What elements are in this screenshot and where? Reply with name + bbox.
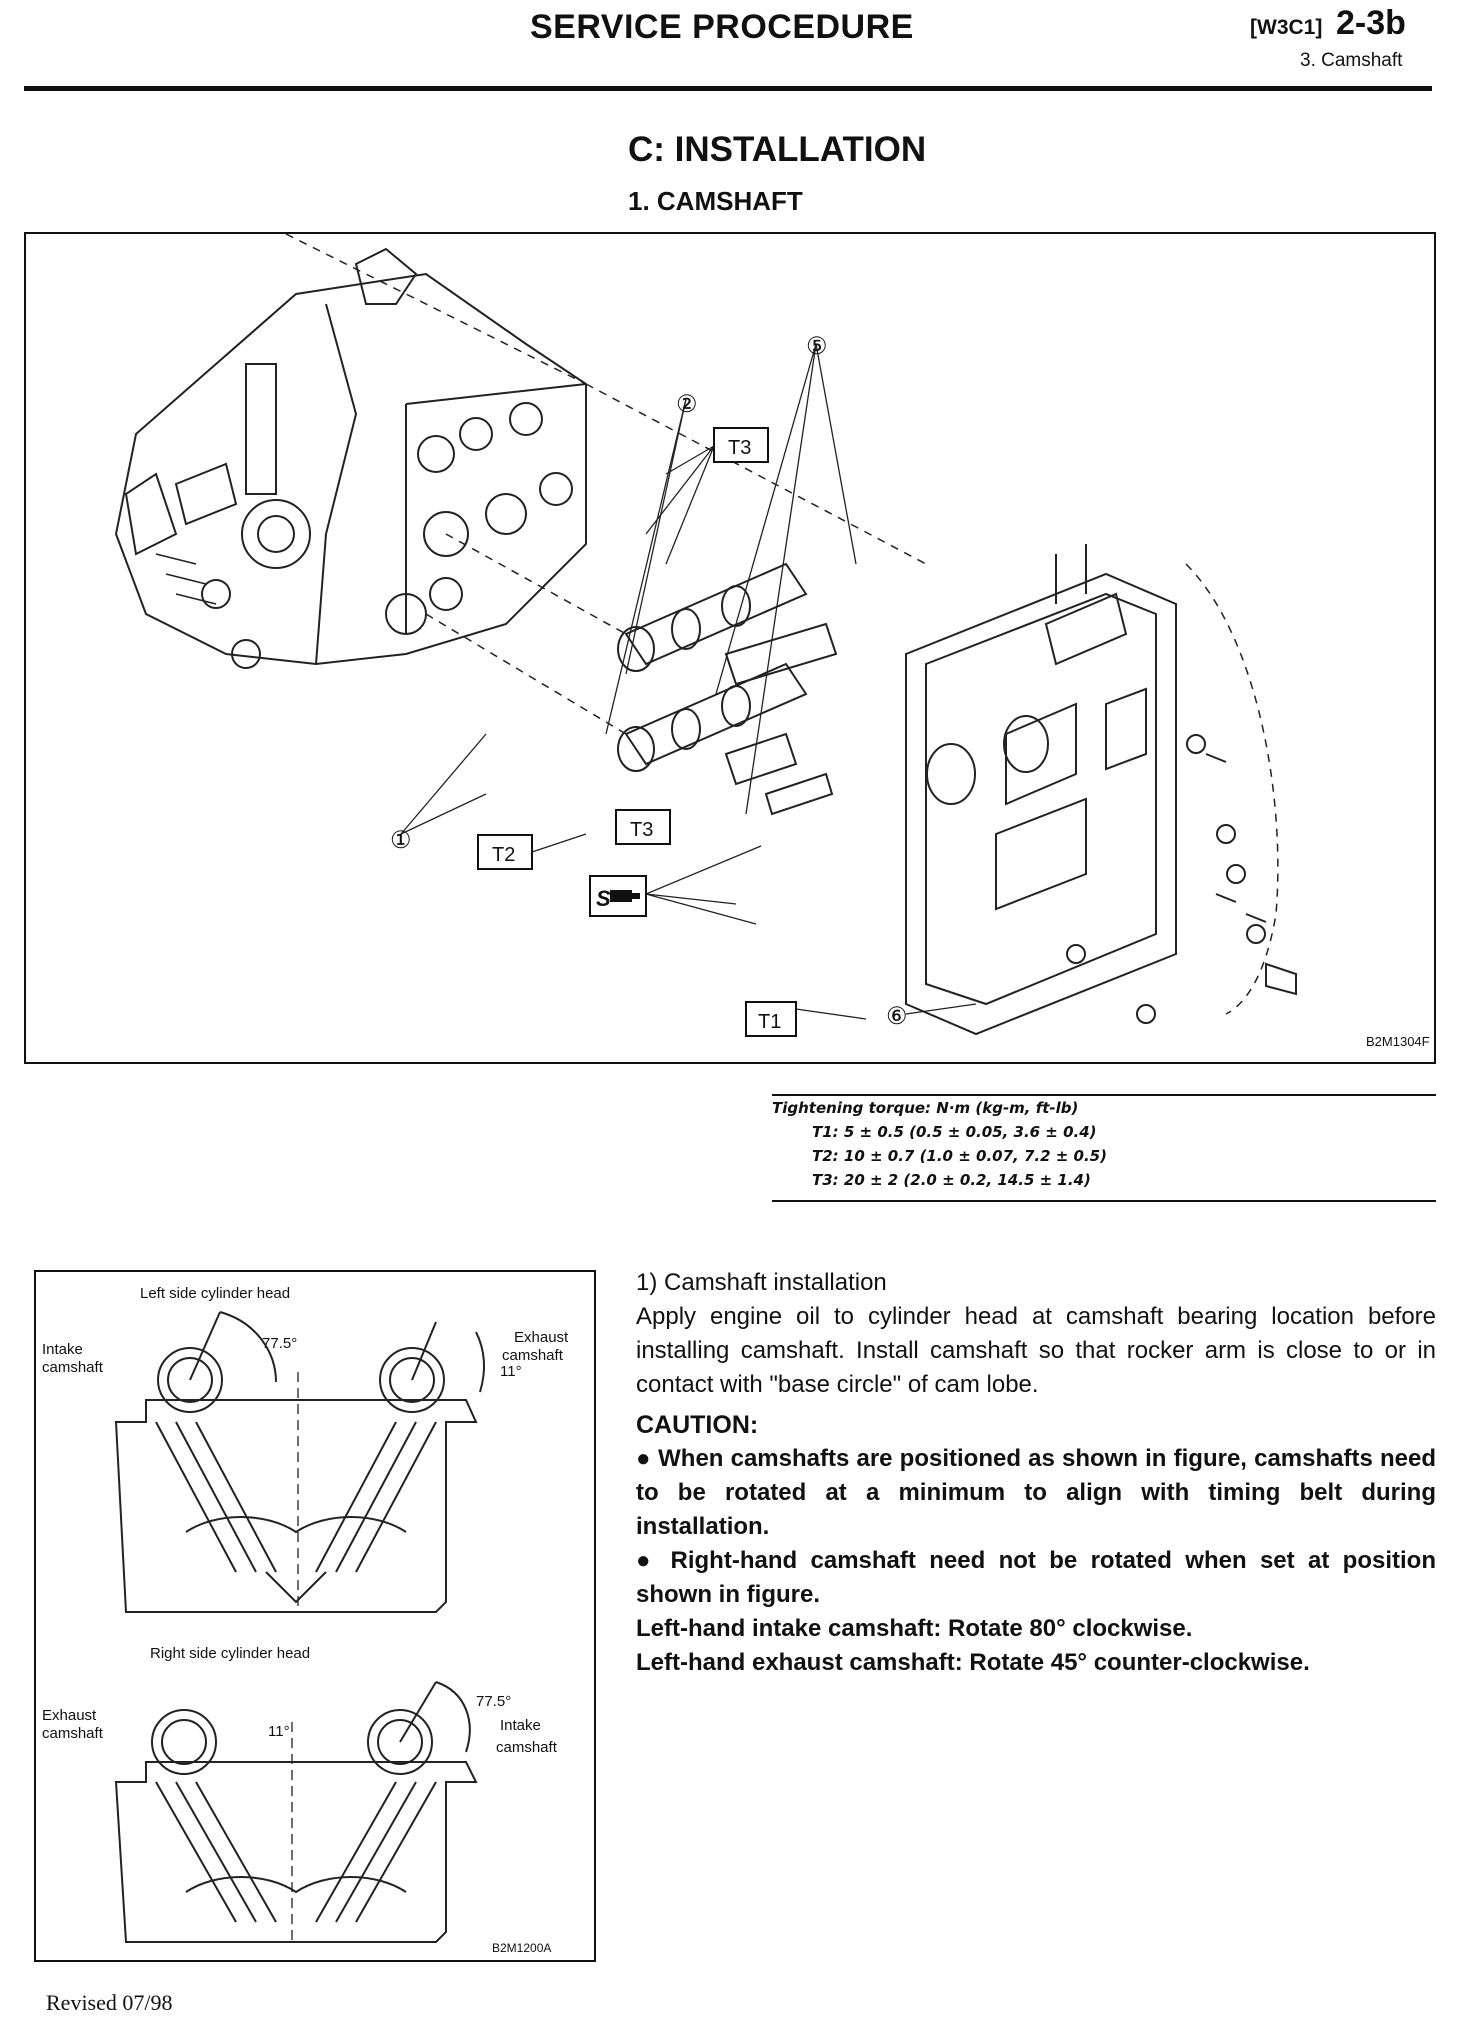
callout-2: ②	[676, 391, 698, 418]
label-intake-2: Intake	[500, 1717, 541, 1734]
torque-rule-bottom	[772, 1200, 1436, 1202]
header-rule	[24, 86, 1432, 91]
torque-heading: Tightening torque: N·m (kg-m, ft-lb)	[772, 1099, 1079, 1117]
right-head-label: Right side cylinder head	[150, 1645, 310, 1662]
tag-t2: T2	[492, 844, 515, 866]
callouts: ① ② ⑤ ⑥	[390, 333, 908, 1030]
sealant-symbol: S	[596, 886, 611, 911]
lh-intake-instruction: Left-hand intake camshaft: Rotate 80° cl…	[636, 1615, 1193, 1642]
tag-t3-upper: T3	[728, 437, 751, 459]
instruction-text: 1) Camshaft installation Apply engine oi…	[636, 1266, 1436, 1680]
step-paragraph: Apply engine oil to cylinder head at cam…	[636, 1303, 1436, 1398]
angle-11-left: 11°	[500, 1363, 522, 1380]
camshaft-drawing	[617, 562, 838, 816]
sealant-icon: S	[589, 875, 647, 917]
step-heading: 1) Camshaft installation	[636, 1269, 887, 1296]
left-head-label: Left side cylinder head	[140, 1285, 290, 1302]
camshaft-position-diagram: Left side cylinder head Intake camshaft …	[42, 1285, 569, 1955]
header-subsection: 3. Camshaft	[1300, 50, 1403, 71]
figure1-code: B2M1304F	[1366, 1034, 1430, 1049]
tag-t1: T1	[758, 1011, 781, 1033]
callout-5: ⑤	[806, 333, 828, 360]
torque-t1: T1: 5 ± 0.5 (0.5 ± 0.05, 3.6 ± 0.4)	[812, 1123, 1097, 1141]
label-exhaust-2: Exhaust	[42, 1707, 97, 1724]
figure2-code: B2M1200A	[492, 1941, 551, 1955]
torque-specs: Tightening torque: N·m (kg-m, ft-lb) T1:…	[772, 1094, 1436, 1202]
caution-bullet-1: ● When camshafts are positioned as shown…	[636, 1445, 1436, 1540]
torque-t3: T3: 20 ± 2 (2.0 ± 0.2, 14.5 ± 1.4)	[812, 1171, 1091, 1189]
tag-t3-lower: T3	[630, 819, 653, 841]
label-intake-1: Intake	[42, 1341, 83, 1358]
callout-1: ①	[390, 827, 412, 854]
torque-rule-top	[772, 1094, 1436, 1096]
header-title: SERVICE PROCEDURE	[530, 8, 914, 46]
angle-11-right: 11°	[268, 1723, 290, 1740]
camshaft-exploded-figure: ① ② ⑤ ⑥ T1 T2 T3 T3 S B2M1304F	[24, 232, 1436, 1064]
camshaft-support-drawing	[905, 544, 1297, 1036]
lh-exhaust-instruction: Left-hand exhaust camshaft: Rotate 45° c…	[636, 1649, 1310, 1676]
angle-77-5-left: 77.5°	[262, 1335, 297, 1352]
left-head-drawing	[114, 1311, 486, 1613]
torque-t2: T2: 10 ± 0.7 (1.0 ± 0.07, 7.2 ± 0.5)	[812, 1147, 1107, 1165]
callout-6: ⑥	[886, 1003, 908, 1030]
section-subtitle: 1. CAMSHAFT	[628, 186, 803, 216]
caution-bullet-2: ● Right-hand camshaft need not be rotate…	[636, 1547, 1436, 1608]
page-number: 2-3b	[1336, 4, 1406, 42]
angle-77-5-right: 77.5°	[476, 1693, 511, 1710]
caution-heading: CAUTION:	[636, 1411, 759, 1439]
label-exhaust-1: Exhaust	[514, 1329, 569, 1346]
label-camshaft-2: camshaft	[502, 1347, 564, 1364]
label-camshaft-4: camshaft	[496, 1739, 558, 1756]
header-code: [W3C1]	[1250, 16, 1323, 39]
torque-tags: T1 T2 T3 T3	[477, 427, 797, 1037]
label-camshaft-1: camshaft	[42, 1359, 104, 1376]
label-camshaft-3: camshaft	[42, 1725, 104, 1742]
right-head-drawing	[114, 1681, 478, 1943]
assembly-lines	[285, 233, 1279, 1015]
camshaft-position-figure: Left side cylinder head Intake camshaft …	[34, 1270, 596, 1962]
leader-lines	[400, 343, 977, 1020]
exploded-diagram: ① ② ⑤ ⑥ T1 T2 T3 T3 S B2M1304F	[114, 233, 1430, 1049]
section-title: C: INSTALLATION	[628, 130, 927, 169]
revision-date: Revised 07/98	[46, 1990, 173, 2015]
cylinder-head-drawing	[114, 247, 587, 669]
